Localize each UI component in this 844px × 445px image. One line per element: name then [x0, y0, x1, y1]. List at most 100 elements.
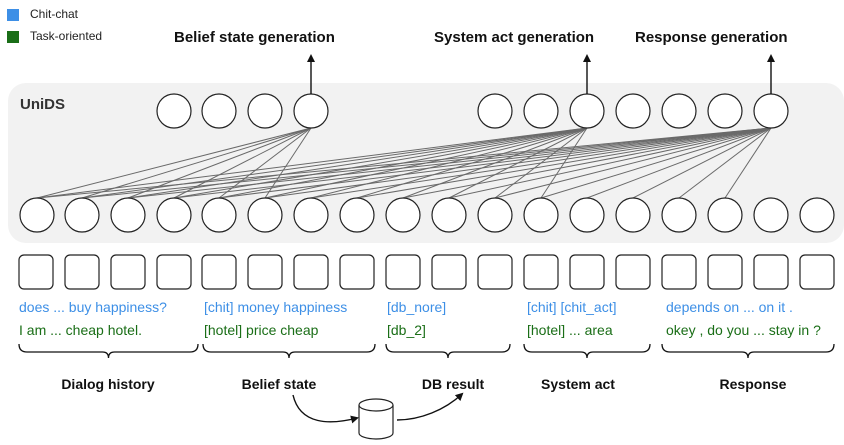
hidden-node	[293, 197, 329, 233]
output-node	[293, 93, 329, 129]
arrow-to-database	[292, 394, 359, 424]
connection-line	[173, 127, 588, 199]
connection-line	[36, 127, 772, 199]
output-nodes	[156, 93, 789, 129]
input-token-box	[477, 254, 513, 290]
connection-line	[724, 127, 772, 199]
segment-response-chit: depends on ... on it .	[666, 299, 793, 315]
attention-connections	[36, 127, 772, 199]
segment-system-act-task: [hotel] ... area	[527, 322, 613, 338]
output-node	[615, 93, 651, 129]
input-token-box	[293, 254, 329, 290]
connection-line	[36, 127, 588, 199]
hidden-node	[110, 197, 146, 233]
segment-label-system-act: System act	[541, 376, 615, 392]
segment-dialog-history-chit: does ... buy happiness?	[19, 299, 167, 315]
hidden-node	[19, 197, 55, 233]
model-label: UniDS	[20, 96, 65, 113]
connection-line	[540, 127, 772, 199]
hidden-node	[569, 197, 605, 233]
brace-db-result	[385, 343, 511, 359]
connection-line	[310, 127, 772, 199]
hidden-node	[477, 197, 513, 233]
connection-line	[448, 127, 772, 199]
input-token-box	[569, 254, 605, 290]
brace-system-act	[523, 343, 651, 359]
input-token-box	[64, 254, 100, 290]
connection-line	[218, 127, 772, 199]
legend-swatch-task-oriented	[7, 31, 19, 43]
connection-line	[402, 127, 772, 199]
connection-line	[127, 127, 588, 199]
segment-belief-state-chit: [chit] money happiness	[204, 299, 348, 315]
input-token-box	[339, 254, 375, 290]
input-token-box	[523, 254, 559, 290]
segment-braces	[18, 343, 835, 359]
input-token-box	[431, 254, 467, 290]
connection-line	[678, 127, 772, 199]
input-token-box	[201, 254, 237, 290]
connection-line	[81, 127, 312, 199]
input-token-box	[707, 254, 743, 290]
brace-response	[661, 343, 835, 359]
hidden-node	[156, 197, 192, 233]
input-token-box	[799, 254, 835, 290]
hidden-node	[201, 197, 237, 233]
segment-db-result-chit: [db_nore]	[387, 299, 447, 315]
output-node	[753, 93, 789, 129]
output-node	[523, 93, 559, 129]
input-token-box	[615, 254, 651, 290]
connection-line	[173, 127, 772, 199]
segment-belief-state-task: [hotel] price cheap	[204, 322, 319, 338]
input-token-box	[753, 254, 789, 290]
output-node	[569, 93, 605, 129]
database-body	[358, 405, 394, 440]
generation-arrows	[307, 54, 775, 94]
segment-label-dialog-history: Dialog history	[61, 376, 155, 392]
input-token-box	[156, 254, 192, 290]
hidden-node	[707, 197, 743, 233]
output-node	[661, 93, 697, 129]
connection-line	[264, 127, 772, 199]
legend-swatch-chit-chat	[7, 9, 19, 21]
input-token-box	[661, 254, 697, 290]
connection-line	[127, 127, 772, 199]
title-response-generation: Response generation	[635, 29, 788, 46]
title-belief-state-generation: Belief state generation	[174, 29, 335, 46]
legend-label-task-oriented: Task-oriented	[30, 29, 103, 43]
arrow-from-database	[396, 392, 464, 421]
connection-line	[632, 127, 772, 199]
segment-db-result-task: [db_2]	[387, 322, 426, 338]
segment-label-belief-state: Belief state	[241, 376, 317, 392]
connection-line	[81, 127, 588, 199]
hidden-node	[661, 197, 697, 233]
connection-line	[586, 127, 772, 199]
segment-system-act-chit: [chit] [chit_act]	[527, 299, 617, 315]
segment-response-task: okey , do you ... stay in ?	[666, 322, 821, 338]
input-tokens	[18, 254, 835, 290]
output-node	[477, 93, 513, 129]
output-node	[247, 93, 283, 129]
input-token-box	[385, 254, 421, 290]
input-token-box	[247, 254, 283, 290]
connection-line	[494, 127, 772, 199]
database-top	[358, 398, 394, 412]
hidden-node	[431, 197, 467, 233]
segment-label-response: Response	[719, 376, 787, 392]
brace-belief-state	[202, 343, 376, 359]
output-node	[707, 93, 743, 129]
hidden-node	[247, 197, 283, 233]
hidden-node	[523, 197, 559, 233]
input-token-box	[110, 254, 146, 290]
legend-label-chit-chat: Chit-chat	[30, 7, 79, 21]
hidden-node	[615, 197, 651, 233]
output-node	[156, 93, 192, 129]
connection-line	[36, 127, 312, 199]
segment-label-db-result: DB result	[421, 376, 485, 392]
hidden-node	[385, 197, 421, 233]
hidden-node	[64, 197, 100, 233]
brace-dialog-history	[18, 343, 199, 359]
output-node	[201, 93, 237, 129]
input-token-box	[18, 254, 54, 290]
